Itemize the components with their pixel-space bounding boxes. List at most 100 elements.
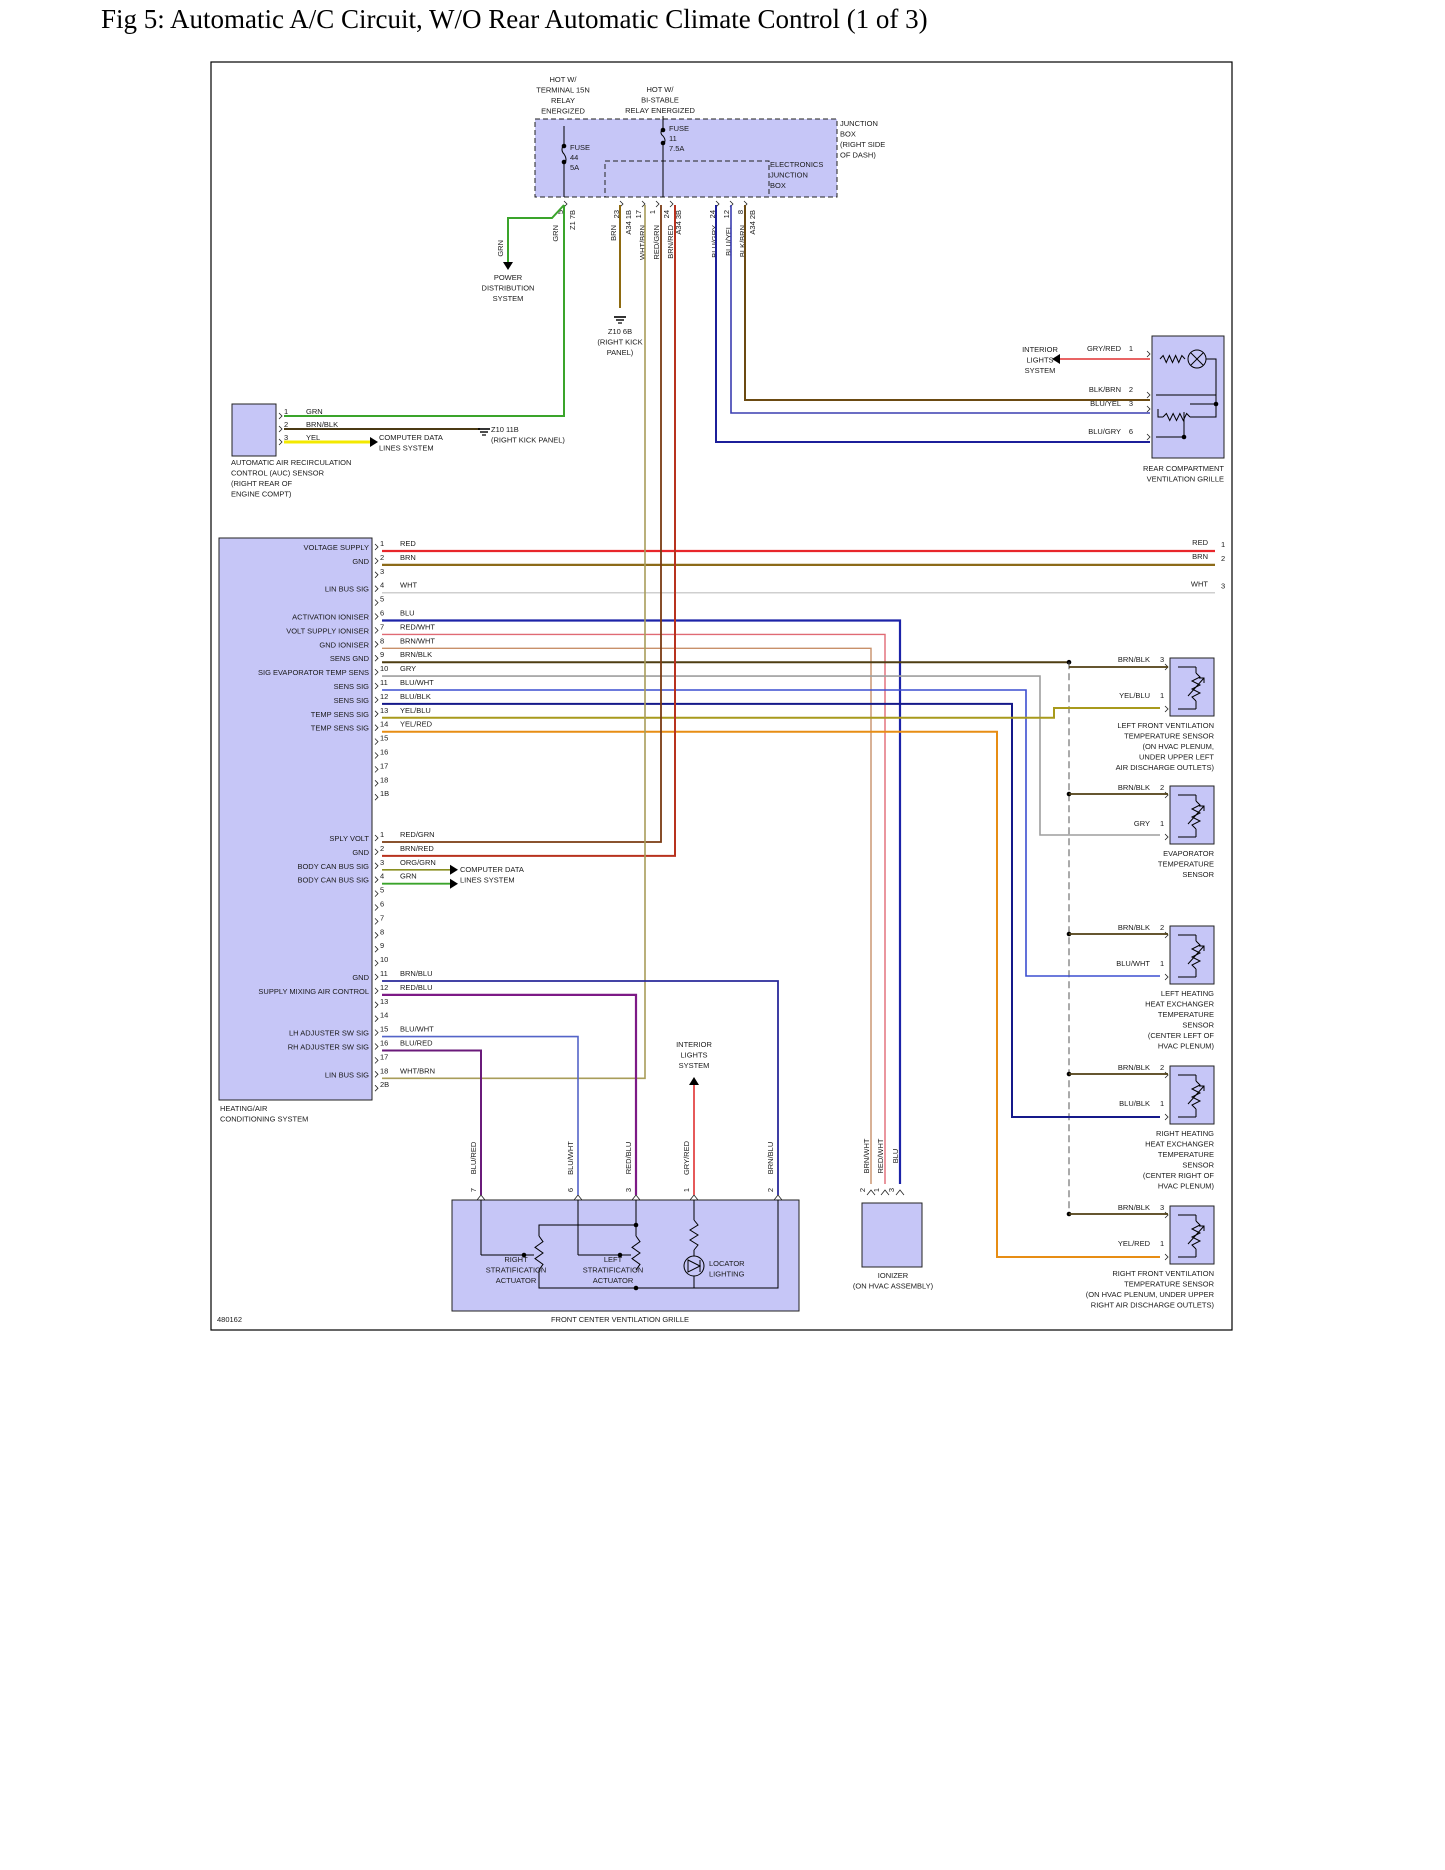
sensor-pin-number: 3 [1160, 655, 1164, 664]
right-bus-pin-number: 1 [1221, 540, 1225, 549]
sensor-pin-number: 1 [1160, 1099, 1164, 1108]
sensor-label-rf: RIGHT FRONT VENTILATION [1112, 1269, 1214, 1278]
hvac-wire-label: BLU/BLK [400, 692, 431, 701]
hvac-pin-number: 14 [380, 720, 388, 729]
hvac-terminal [374, 876, 379, 883]
ionizer-label: (ON HVAC ASSEMBLY) [853, 1282, 934, 1291]
hvac-pin-number: 1 [380, 830, 384, 839]
can-arrow [450, 878, 458, 889]
hvac-pin-name: GND [352, 848, 369, 857]
sensor-wire-label: BRN/BLK [1118, 783, 1150, 792]
jb-wire-label: RED/GRN [652, 225, 661, 260]
hvac-pin-number: 13 [380, 706, 388, 715]
power-dist-arrow [503, 262, 513, 270]
z10-6b-label: PANEL) [607, 348, 634, 357]
junction-box-label: (RIGHT SIDE [840, 140, 885, 149]
hvac-pin-name: BODY CAN BUS SIG [297, 876, 369, 885]
hvac-pin-number: 2 [380, 553, 384, 562]
hvac-terminal [374, 752, 379, 759]
jb-wire-label: BLU/YEL [724, 225, 733, 256]
fuse-11-label: 7.5A [669, 144, 684, 153]
hvac-pin-name: TEMP SENS SIG [311, 724, 369, 733]
fuse-44-label: 44 [570, 153, 578, 162]
fuse-44-label: 5A [570, 163, 579, 172]
hvac-pin-number: 3 [380, 858, 384, 867]
fuse-dot [561, 143, 567, 149]
sensor-terminal [1164, 833, 1169, 841]
hvac-pin-number: 5 [380, 886, 384, 895]
hvac-pin-number: 18 [380, 775, 388, 784]
ionizer-pin-number: 3 [887, 1188, 896, 1192]
rear-grille-label: VENTILATION GRILLE [1147, 475, 1224, 484]
sensor-terminal [1164, 705, 1169, 713]
wire-blu-ionizer [382, 619, 902, 1184]
auc-terminal [278, 425, 283, 433]
sensor-terminal [1164, 1071, 1169, 1079]
hvac-wire-label: YEL/RED [400, 720, 433, 729]
hvac-pin-number: 3 [380, 567, 384, 576]
sensor-wire-label: BRN/BLK [1118, 1063, 1150, 1072]
right-bus-wire-label: WHT [1191, 580, 1208, 589]
wire-blu-wht-lh [382, 689, 1160, 977]
hvac-wire-label: RED/GRN [400, 830, 435, 839]
wire-yel-blu-lf [382, 707, 1160, 719]
front-interior-lights-label: LIGHTS [680, 1051, 707, 1060]
front-grille-pin-number: 3 [624, 1188, 633, 1192]
right-bus-pin-number: 3 [1221, 582, 1225, 591]
hvac-terminal [374, 1043, 379, 1050]
hvac-terminal [374, 682, 379, 690]
right-actuator-label: STRATIFICATION [486, 1266, 547, 1275]
wire-blk-brn [744, 205, 1150, 401]
auc-wire-label: BRN/BLK [306, 420, 338, 429]
sensor-label-lh: LEFT HEATING [1161, 989, 1214, 998]
hvac-pin-number: 17 [380, 761, 388, 770]
hvac-wire-label: BRN/RED [400, 844, 434, 853]
jb-hot-label-1: TERMINAL 15N [536, 86, 590, 95]
hvac-pin-name: LIN BUS SIG [325, 585, 369, 594]
sensor-pin-number: 2 [1160, 1063, 1164, 1072]
front-grille-wire-label: BLU/WHT [566, 1141, 575, 1175]
ionizer-terminal [895, 1189, 905, 1196]
thermistor-symbol [1187, 1225, 1205, 1245]
right-actuator-label: ACTUATOR [496, 1276, 537, 1285]
interior-lights-arrow [1052, 354, 1060, 364]
auc-terminal [278, 412, 283, 420]
hvac-terminal [374, 571, 379, 579]
sensor-label-lh: HEAT EXCHANGER [1145, 1000, 1214, 1009]
hvac-terminal [374, 668, 379, 676]
front-grille-terminal [476, 1194, 486, 1201]
sensor-label-rf: (ON HVAC PLENUM, UNDER UPPER [1086, 1290, 1215, 1299]
jb-hot-label-1: ENERGIZED [541, 107, 585, 116]
rear-grille-dot [1213, 401, 1219, 407]
hvac-wire-label: BLU/WHT [400, 678, 434, 687]
sensor-label-lh: (CENTER LEFT OF [1148, 1031, 1215, 1040]
jb-hot-label-1: HOT W/ [550, 75, 578, 84]
auc-pin-number: 1 [284, 407, 288, 416]
rear-interior-lights-label: SYSTEM [1025, 366, 1056, 375]
hvac-terminal [374, 890, 379, 897]
sensor-wire-label: YEL/BLU [1119, 691, 1150, 700]
hvac-pin-name: SENS GND [330, 654, 370, 663]
sensor-pin-number: 1 [1160, 959, 1164, 968]
sensor-wire-label: BLU/BLK [1119, 1099, 1150, 1108]
hvac-pin-name: SENS SIG [334, 696, 370, 705]
jb-pin-number: 24 [708, 210, 717, 218]
hvac-pin-name: BODY CAN BUS SIG [297, 862, 369, 871]
rear-grille-wire-label: BLU/GRY [1088, 427, 1121, 436]
jb-pin-number: 24 [662, 210, 671, 218]
hvac-pin-name: GND IONISER [319, 640, 369, 649]
rear-grille-pin-number: 6 [1129, 427, 1133, 436]
sensor-terminal [1164, 1211, 1169, 1219]
hvac-pin-name: VOLT SUPPLY IONISER [286, 626, 369, 635]
hvac-terminal [374, 654, 379, 662]
hvac-terminal [374, 945, 379, 953]
hvac-terminal [374, 904, 379, 911]
ionizer-wire-label: BLU [891, 1149, 900, 1164]
thermistor-symbol [1187, 1085, 1205, 1105]
hvac-pin-number: 8 [380, 636, 384, 645]
hvac-pin-number: 17 [380, 1052, 388, 1061]
right-bus-pin-number: 2 [1221, 554, 1225, 563]
sensor-label-lf: UNDER UPPER LEFT [1139, 753, 1214, 762]
front-grille-pin-number: 7 [469, 1188, 478, 1192]
hvac-pin-number: 16 [380, 1039, 388, 1048]
